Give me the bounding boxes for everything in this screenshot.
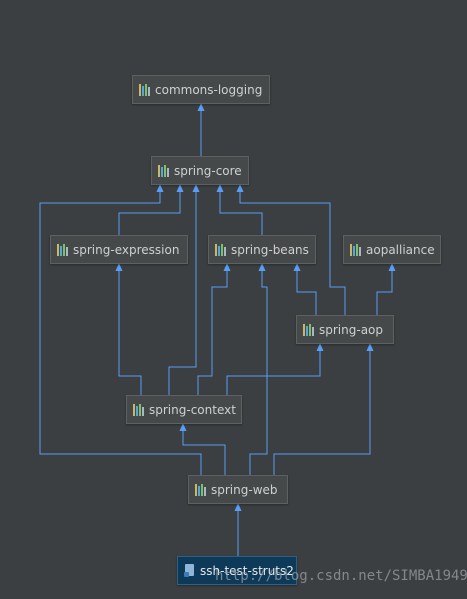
edge-line <box>376 263 393 315</box>
node-label: spring-expression <box>73 242 180 257</box>
arrowhead <box>179 423 187 431</box>
node-label: spring-web <box>211 482 278 497</box>
edge-spring-context-to-spring-expression <box>115 263 142 395</box>
edge-line <box>168 184 197 395</box>
edge-line <box>226 343 321 395</box>
node-spring-aop[interactable]: spring-aop <box>296 315 394 344</box>
library-icon <box>350 243 361 256</box>
edge-spring-web-to-spring-beans <box>249 263 268 475</box>
edge-spring-context-to-spring-aop <box>226 343 324 395</box>
arrowhead <box>216 184 224 192</box>
node-aopalliance[interactable]: aopalliance <box>343 235 441 264</box>
node-spring-core[interactable]: spring-core <box>151 156 249 185</box>
node-ssh-test-struts2[interactable]: ssh-test-struts2 <box>177 556 297 585</box>
edge-spring-aop-to-aopalliance <box>376 263 396 315</box>
edge-spring-context-to-spring-core <box>168 184 200 395</box>
edge-line <box>197 263 228 395</box>
edge-spring-aop-to-spring-core <box>236 184 346 315</box>
node-label: spring-beans <box>231 242 309 257</box>
library-icon <box>158 164 169 177</box>
edge-line <box>249 263 268 475</box>
node-spring-expression[interactable]: spring-expression <box>50 235 188 264</box>
arrowhead <box>236 184 244 192</box>
arrowhead <box>293 263 301 271</box>
edge-line <box>118 184 181 235</box>
module-icon <box>184 564 195 577</box>
library-icon <box>57 243 68 256</box>
edge-spring-core-to-commons-logging <box>197 103 205 156</box>
arrowhead <box>258 263 266 271</box>
arrowhead <box>366 343 374 351</box>
library-icon <box>215 243 226 256</box>
edge-line <box>219 184 263 235</box>
node-commons-logging[interactable]: commons-logging <box>132 75 270 104</box>
node-label: aopalliance <box>366 242 435 257</box>
library-icon <box>195 483 206 496</box>
node-label: spring-aop <box>319 322 384 337</box>
edge-spring-web-to-spring-context <box>179 423 226 475</box>
arrowhead <box>156 184 164 192</box>
library-icon <box>139 83 150 96</box>
node-label: commons-logging <box>155 82 263 97</box>
arrowhead <box>197 103 205 111</box>
edge-spring-expression-to-spring-core <box>118 184 184 235</box>
arrowhead <box>176 184 184 192</box>
arrowhead <box>223 263 231 271</box>
node-label: spring-context <box>149 402 236 417</box>
arrowhead <box>316 343 324 351</box>
arrowhead <box>192 184 200 192</box>
edge-line <box>273 343 371 475</box>
edge-line <box>39 184 202 475</box>
edge-line <box>182 423 226 475</box>
node-spring-web[interactable]: spring-web <box>188 475 288 504</box>
edge-line <box>296 263 317 315</box>
edge-spring-beans-to-spring-core <box>216 184 263 235</box>
edge-spring-context-to-spring-beans <box>197 263 231 395</box>
library-icon <box>133 403 144 416</box>
edge-spring-web-to-spring-aop <box>273 343 374 475</box>
node-spring-context[interactable]: spring-context <box>126 395 242 424</box>
node-spring-beans[interactable]: spring-beans <box>208 235 316 264</box>
arrowhead <box>115 263 123 271</box>
edge-spring-web-to-spring-core <box>39 184 202 475</box>
node-label: ssh-test-struts2 <box>200 563 294 578</box>
edge-ssh-test-struts2-to-spring-web <box>234 503 242 556</box>
edge-spring-aop-to-spring-beans <box>293 263 317 315</box>
library-icon <box>303 323 314 336</box>
arrowhead <box>388 263 396 271</box>
edge-line <box>118 263 142 395</box>
node-label: spring-core <box>174 163 242 178</box>
arrowhead <box>234 503 242 511</box>
edge-line <box>239 184 346 315</box>
